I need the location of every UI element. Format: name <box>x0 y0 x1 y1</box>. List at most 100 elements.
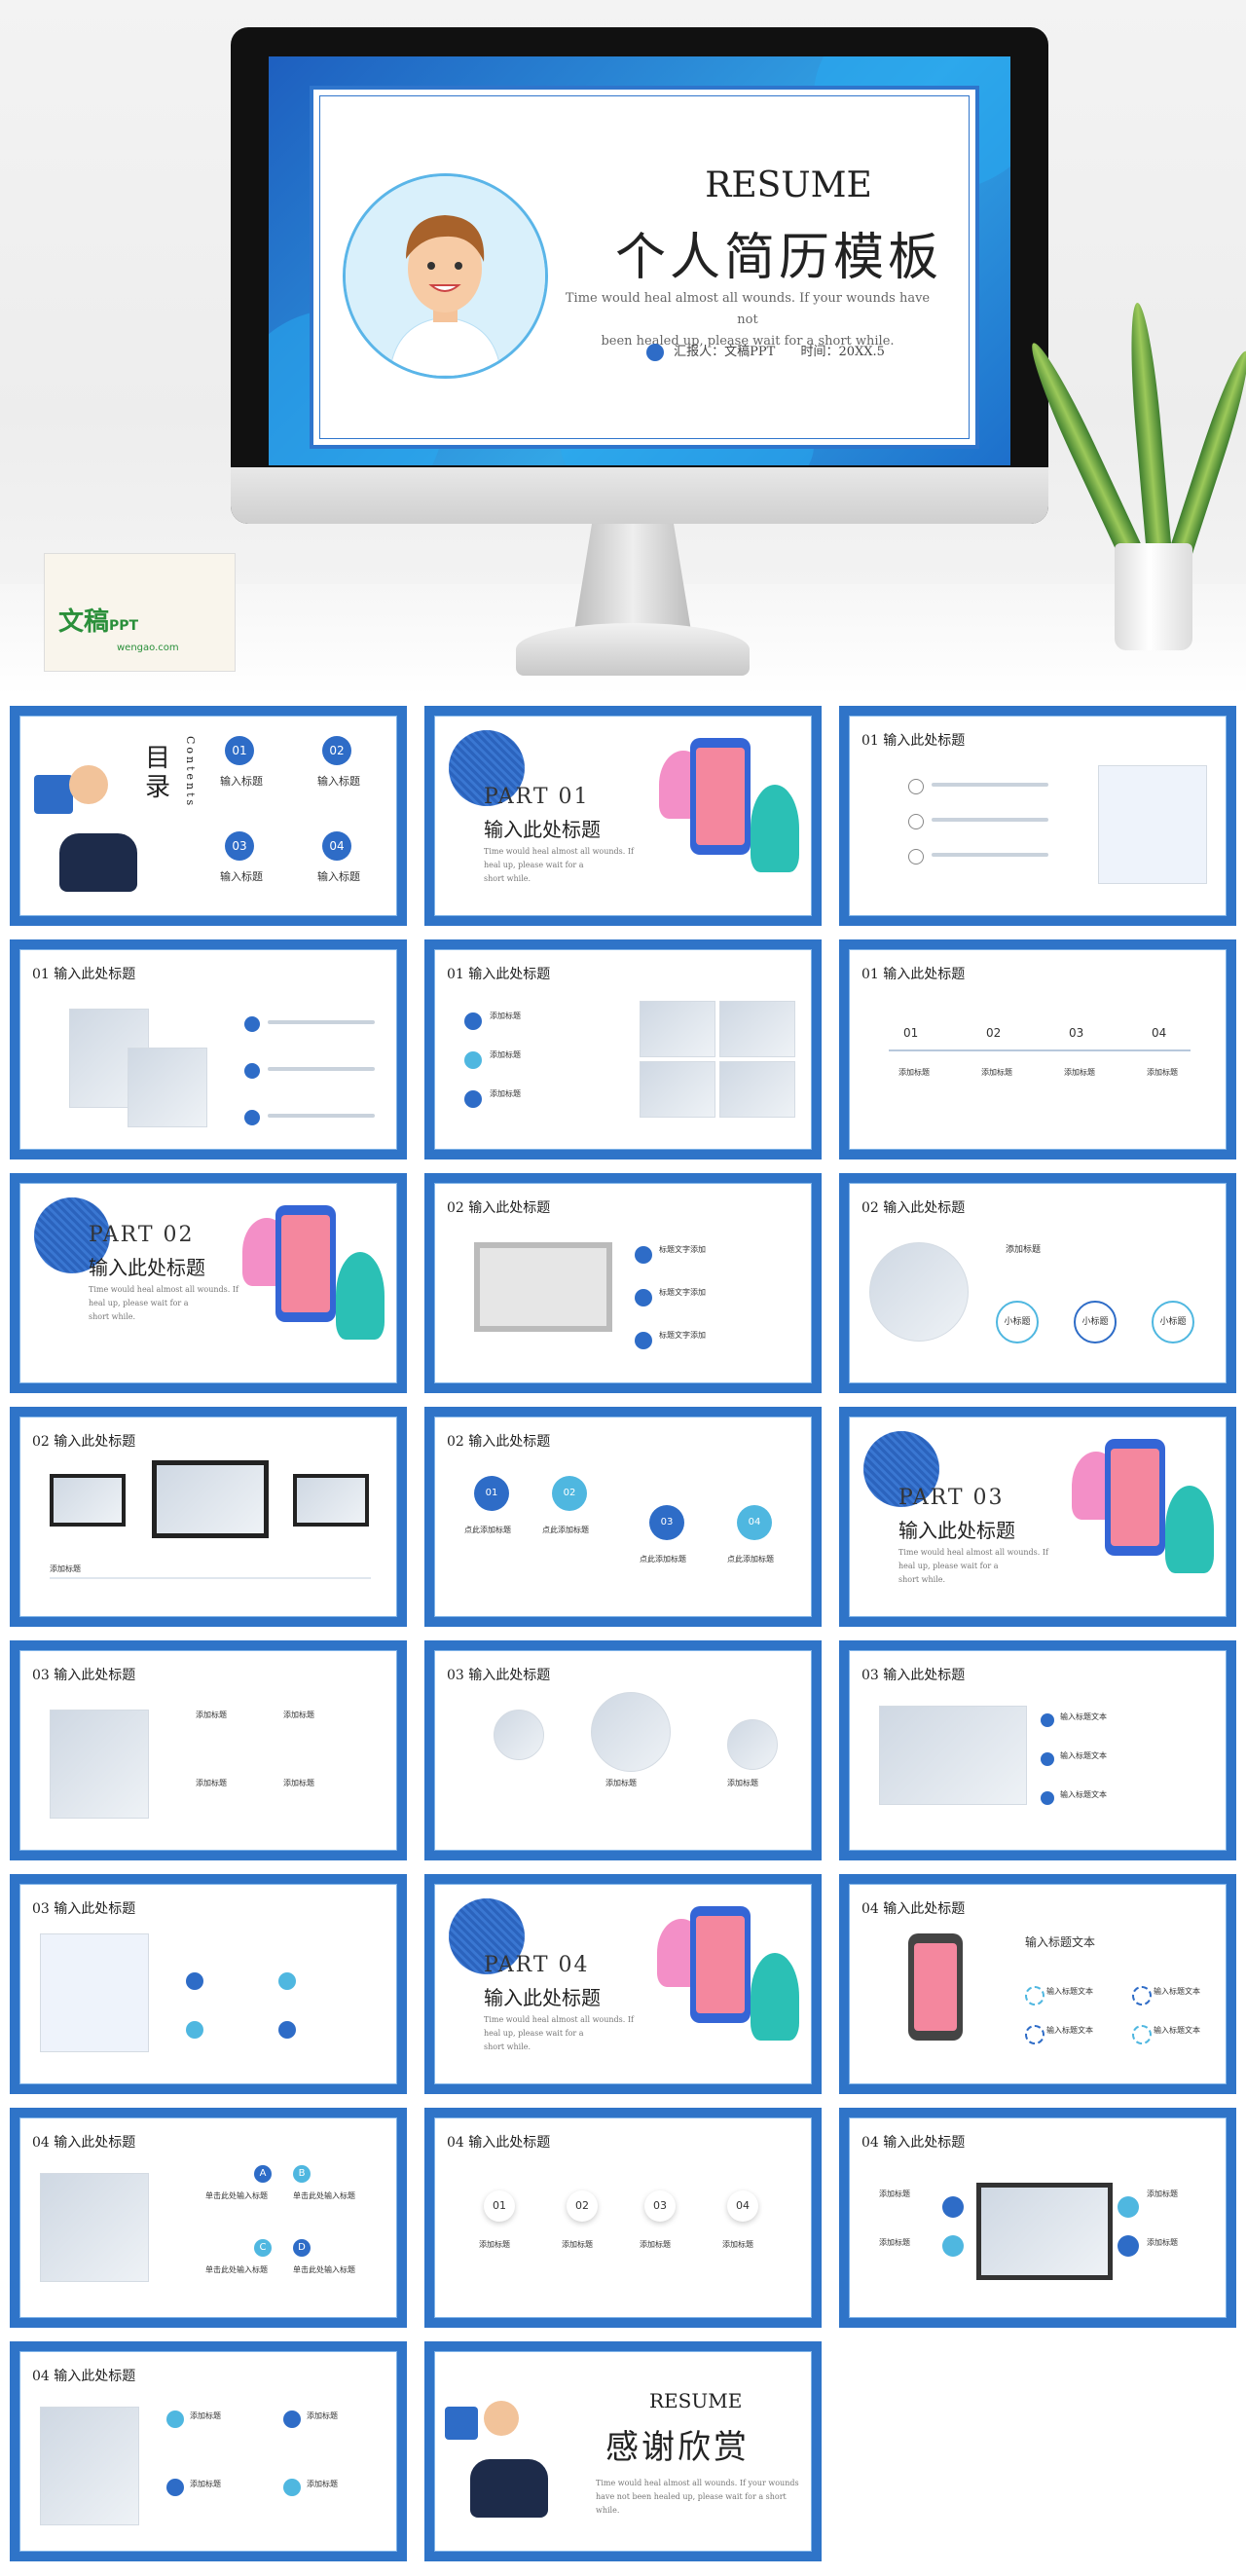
photo-grid <box>640 1061 715 1118</box>
step-label: 添加标题 <box>562 2240 593 2249</box>
item-label: 添加标题 <box>196 1711 227 1719</box>
cover-title: 个人简历模板 <box>614 229 942 287</box>
slide-14[interactable]: 03 输入此处标题 添加标题 添加标题 <box>424 1640 822 1860</box>
resume-icon <box>445 2407 478 2440</box>
list-bullet-icon <box>635 1289 652 1306</box>
cover-subtitle: Time would heal almost all wounds. If yo… <box>563 288 933 352</box>
slide-08[interactable]: 02 输入此处标题 标题文字添加 标题文字添加 标题文字添加 <box>424 1173 822 1393</box>
slide-16[interactable]: 03 输入此处标题 <box>10 1874 407 2094</box>
list-bullet-icon <box>464 1090 482 1108</box>
item-label: 单击此处输入标题 <box>205 2191 268 2200</box>
part-desc-1: Time would heal almost all wounds. If <box>484 2015 634 2024</box>
timeline-step: 03 <box>1069 1026 1084 1040</box>
step-circle: 01 <box>484 2190 515 2222</box>
slide-title: 01 输入此处标题 <box>32 967 136 982</box>
monitor-base <box>516 623 750 676</box>
toc-label-2: 输入标题 <box>317 775 360 788</box>
list-bullet-icon <box>1132 1986 1152 2006</box>
slide-22[interactable]: 04 输入此处标题 添加标题 添加标题 添加标题 添加标题 <box>10 2341 407 2561</box>
office-illustration <box>1098 765 1207 884</box>
small-title-circle: 小标题 <box>996 1301 1039 1343</box>
slide-title: 04 输入此处标题 <box>32 2135 136 2151</box>
slide-09[interactable]: 02 输入此处标题 添加标题 小标题 小标题 小标题 <box>839 1173 1236 1393</box>
slide-13[interactable]: 03 输入此处标题 添加标题 添加标题 添加标题 添加标题 <box>10 1640 407 1860</box>
part-desc-2: heal up, please wait for a <box>898 1562 999 1570</box>
list-bullet-icon <box>186 2021 203 2039</box>
toc-label-1: 输入标题 <box>220 775 263 788</box>
list-bullet-icon <box>244 1063 260 1079</box>
slide-thanks[interactable]: RESUME 感谢欣赏 Time would heal almost all w… <box>424 2341 822 2561</box>
slide-19[interactable]: 04 输入此处标题 A B 单击此处输入标题 单击此处输入标题 C D 单击此处… <box>10 2108 407 2328</box>
thanks-desc-3: while. <box>596 2506 620 2515</box>
teal-plant-icon <box>336 1252 385 1340</box>
slide-06[interactable]: 01 输入此处标题 01 02 03 04 添加标题 添加标题 添加标题 添加标… <box>839 939 1236 1159</box>
item-label: 添加标题 <box>490 1012 521 1020</box>
slide-title: 04 输入此处标题 <box>447 2135 551 2151</box>
slide-part-01[interactable]: PART 01 输入此处标题 Time would heal almost al… <box>424 706 822 926</box>
office-photo <box>879 1706 1027 1805</box>
calculator-photo <box>40 2407 139 2525</box>
person-head-icon <box>69 765 108 804</box>
screen-photo <box>293 1474 369 1527</box>
list-text <box>932 783 1048 787</box>
item-label: 单击此处输入标题 <box>293 2265 355 2274</box>
slide-title: 02 输入此处标题 <box>861 1200 966 1216</box>
part-desc-3: short while. <box>484 2042 531 2051</box>
item-heading: 输入标题文本 <box>1025 1935 1096 1949</box>
list-bullet-icon <box>283 2410 301 2428</box>
part-title: 输入此处标题 <box>89 1256 205 1279</box>
slide-part-03[interactable]: PART 03 输入此处标题 Time would heal almost al… <box>839 1407 1236 1627</box>
slide-04[interactable]: 01 输入此处标题 <box>10 939 407 1159</box>
part-decor-circle <box>449 730 525 806</box>
letter-badge: A <box>254 2165 272 2183</box>
slide-title: 01 输入此处标题 <box>447 967 551 982</box>
phone-illustration-icon <box>1105 1439 1165 1556</box>
slide-title: 01 输入此处标题 <box>861 967 966 982</box>
item-label: 添加标题 <box>307 2480 338 2488</box>
step-label: 点此添加标题 <box>640 1555 686 1564</box>
reporter-dot-icon <box>646 343 664 361</box>
part-desc-2: heal up, please wait for a <box>89 1299 189 1307</box>
slide-title: 02 输入此处标题 <box>447 1434 551 1450</box>
slide-title: 04 输入此处标题 <box>861 2135 966 2151</box>
slide-03[interactable]: 01 输入此处标题 <box>839 706 1236 926</box>
list-bullet-icon <box>1041 1713 1054 1727</box>
item-label: 添加标题 <box>307 2411 338 2420</box>
timeline-line <box>889 1049 1191 1051</box>
teal-plant-icon <box>751 1953 799 2041</box>
meeting-photo <box>50 1710 149 1819</box>
toc-title: 目录 <box>145 744 171 802</box>
list-text <box>268 1020 375 1024</box>
slide-part-02[interactable]: PART 02 输入此处标题 Time would heal almost al… <box>10 1173 407 1393</box>
slide-20[interactable]: 04 输入此处标题 01 02 03 04 添加标题 添加标题 添加标题 添加标… <box>424 2108 822 2328</box>
list-bullet-icon <box>283 2479 301 2496</box>
slide-15[interactable]: 03 输入此处标题 输入标题文本 输入标题文本 输入标题文本 <box>839 1640 1236 1860</box>
slide-part-04[interactable]: PART 04 输入此处标题 Time would heal almost al… <box>424 1874 822 2094</box>
slide-21[interactable]: 04 输入此处标题 添加标题 添加标题 添加标题 添加标题 <box>839 2108 1236 2328</box>
step-label: 点此添加标题 <box>542 1526 589 1534</box>
toc-contents: Contents <box>184 736 197 809</box>
step-circle: 04 <box>727 2190 758 2222</box>
list-bullet-icon <box>1025 1986 1044 2006</box>
item-label: 添加标题 <box>1147 2190 1178 2198</box>
slide-10[interactable]: 02 输入此处标题 添加标题 <box>10 1407 407 1627</box>
part-title: 输入此处标题 <box>898 1519 1015 1542</box>
toc-label-4: 输入标题 <box>317 870 360 883</box>
toc-num-3: 03 <box>225 831 254 861</box>
part-number: PART 03 <box>898 1486 1005 1510</box>
cover-reporter: 汇报人：文稿PPT 时间：20XX.5 <box>646 341 885 361</box>
part-decor-circle <box>34 1197 110 1273</box>
toc-label-3: 输入标题 <box>220 870 263 883</box>
slide-toc[interactable]: 目录 Contents 01 输入标题 02 输入标题 03 输入标题 04 输… <box>10 706 407 926</box>
slide-18[interactable]: 04 输入此处标题 输入标题文本 输入标题文本 输入标题文本 输入标题文本 输入… <box>839 1874 1236 2094</box>
item-label: 添加标题 <box>190 2411 221 2420</box>
slide-05[interactable]: 01 输入此处标题 添加标题 添加标题 添加标题 <box>424 939 822 1159</box>
part-desc-3: short while. <box>898 1575 946 1584</box>
slide-title: 02 输入此处标题 <box>447 1200 551 1216</box>
screen-photo <box>152 1460 269 1538</box>
part-number: PART 02 <box>89 1223 195 1247</box>
step-circle: 01 <box>474 1476 509 1511</box>
laptop-photo <box>474 1242 612 1332</box>
slide-11[interactable]: 02 输入此处标题 01 02 03 04 点此添加标题 点此添加标题 点此添加… <box>424 1407 822 1627</box>
phone-illustration-icon <box>690 1906 751 2023</box>
